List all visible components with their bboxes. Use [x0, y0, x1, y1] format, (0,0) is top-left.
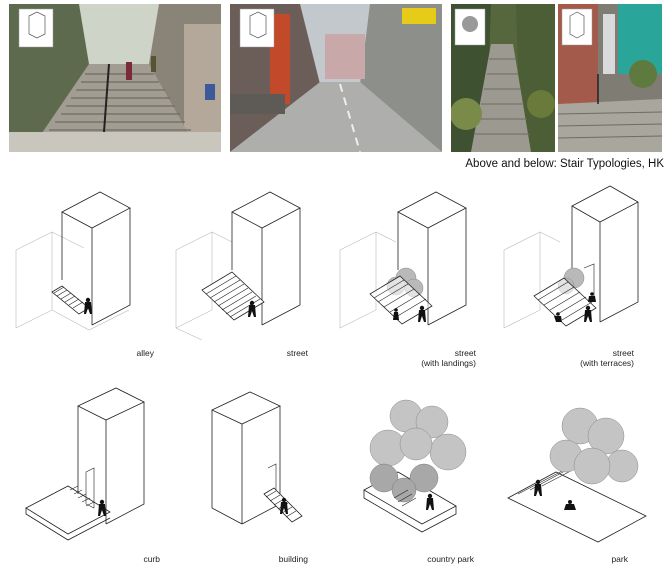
- photo-stair-country-park: [451, 4, 555, 152]
- label-street-landings-sub: (with landings): [421, 358, 476, 368]
- label-country-park: country park: [427, 554, 474, 564]
- photo-stair-alley: [9, 4, 221, 152]
- diagram-country-park: country park: [336, 386, 496, 566]
- label-street-terraces-sub: (with terraces): [580, 358, 634, 368]
- label-curb: curb: [143, 554, 160, 564]
- label-street-landings: street (with landings): [421, 348, 476, 368]
- label-park: park: [611, 554, 628, 564]
- label-alley: alley: [136, 348, 154, 358]
- diagram-street-landings: street (with landings): [336, 190, 496, 370]
- label-street-terraces-title: street: [612, 348, 634, 358]
- photo-stair-park: [558, 4, 662, 152]
- diagram-curb: curb: [14, 386, 174, 566]
- caption: Above and below: Stair Typologies, HK: [465, 158, 664, 170]
- label-building: building: [278, 554, 308, 564]
- label-street-terraces: street (with terraces): [580, 348, 634, 368]
- diagram-street: street: [172, 190, 332, 362]
- diagram-street-terraces: street (with terraces): [496, 184, 656, 370]
- label-street: street: [286, 348, 308, 358]
- diagram-park: park: [496, 386, 656, 566]
- diagram-alley: alley: [14, 190, 174, 362]
- label-street-landings-title: street: [454, 348, 476, 358]
- photo-stair-street: [230, 4, 442, 152]
- diagram-building: building: [172, 386, 332, 566]
